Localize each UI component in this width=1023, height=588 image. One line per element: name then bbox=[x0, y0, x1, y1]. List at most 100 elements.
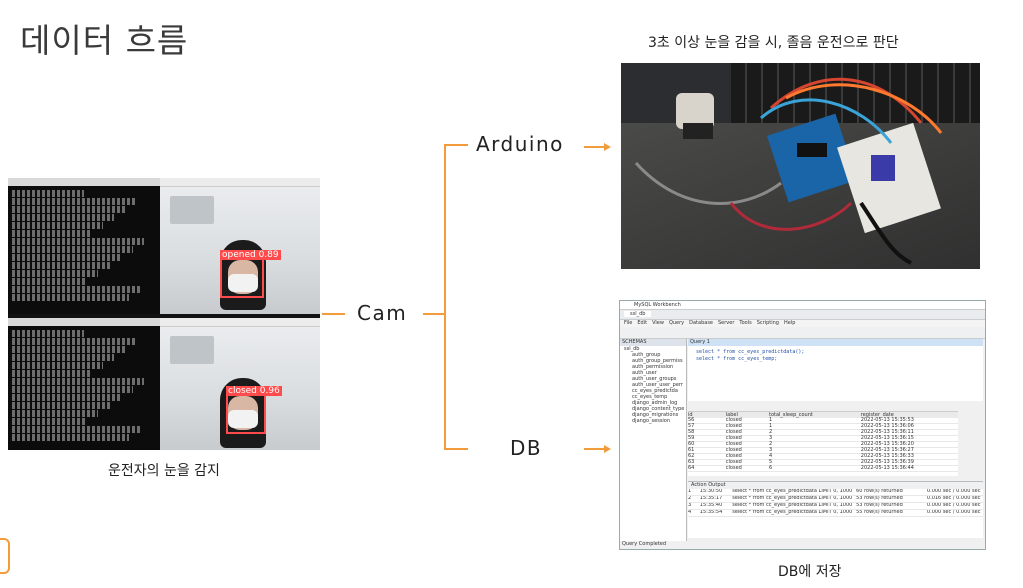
result-cell: 1 bbox=[768, 417, 773, 423]
result-cell: 2022-05-13 15:36:15 bbox=[860, 435, 914, 441]
output-cell: 0.000 sec / 0.000 sec bbox=[926, 503, 981, 508]
schema-table-item[interactable]: auth_user bbox=[632, 370, 657, 376]
caption-save-db: DB에 저장 bbox=[778, 564, 842, 580]
output-label: Action Output bbox=[688, 482, 983, 489]
db-arrow-head bbox=[604, 445, 611, 453]
output-cell: 1 bbox=[688, 489, 692, 494]
terminal-output-line bbox=[12, 262, 110, 269]
result-cell: closed bbox=[725, 459, 742, 465]
menu-item[interactable]: Tools bbox=[739, 320, 752, 326]
result-row[interactable]: 58 closed 2 2022-05-13 15:36:11 bbox=[688, 430, 958, 436]
schema-table-item[interactable]: cc_eyes_predictda bbox=[632, 388, 678, 394]
menu-item[interactable]: Edit bbox=[637, 320, 648, 326]
schema-table-item[interactable]: auth_permission bbox=[632, 364, 674, 370]
result-cell: 2022-05-13 15:36:39 bbox=[860, 459, 914, 465]
schema-table-item[interactable]: auth_user_groups bbox=[632, 376, 677, 382]
result-cell: 61 bbox=[688, 447, 695, 453]
terminal-output-line bbox=[12, 294, 129, 301]
query-tab[interactable]: Query 1 bbox=[688, 339, 983, 346]
terminal-output-line bbox=[12, 402, 110, 409]
arduino-photo bbox=[621, 63, 980, 269]
menu-item[interactable]: File bbox=[624, 320, 633, 326]
terminal-output-line bbox=[12, 346, 126, 353]
schema-table-item[interactable]: cc_eyes_temp bbox=[632, 394, 668, 400]
result-cell: 2022-05-13 15:36:11 bbox=[860, 429, 914, 435]
result-cell: 62 bbox=[688, 453, 695, 459]
menu-item[interactable]: Database bbox=[689, 320, 713, 326]
terminal-output-line bbox=[12, 190, 84, 197]
result-column-header[interactable]: id bbox=[688, 412, 693, 418]
terminal-output-line bbox=[12, 246, 133, 253]
result-column-header[interactable]: register_date bbox=[860, 412, 894, 418]
caption-drowsy-judgement: 3초 이상 눈을 감을 시, 졸음 운전으로 판단 bbox=[648, 35, 899, 51]
menu-item[interactable]: Query bbox=[668, 320, 685, 326]
menu-item[interactable]: Server bbox=[718, 320, 735, 326]
schema-table-item[interactable]: auth_user_user_perr bbox=[632, 382, 683, 388]
result-cell: 2022-05-13 15:36:06 bbox=[860, 423, 914, 429]
output-cell: 60 row(s) returned bbox=[856, 489, 903, 494]
output-cell: select * from cc_eyes_predictdata LIMIT … bbox=[732, 503, 853, 508]
detection-label-closed: closed 0.96 bbox=[226, 386, 282, 396]
result-column-header[interactable]: total_sleep_count bbox=[768, 412, 813, 418]
sql-line-1: select * from cc_eyes_predictdata(); bbox=[696, 349, 805, 355]
result-cell: 58 bbox=[688, 429, 695, 435]
terminal-output-line bbox=[12, 426, 141, 433]
menu-item[interactable]: Help bbox=[783, 320, 796, 326]
result-column-header[interactable]: label bbox=[725, 412, 738, 418]
schema-table-item[interactable]: django_session bbox=[632, 418, 671, 424]
schema-table-item[interactable]: django_content_type bbox=[632, 406, 685, 412]
query-editor[interactable]: Query 1 select * from cc_eyes_predictdat… bbox=[688, 339, 983, 401]
terminal-output-line bbox=[12, 230, 92, 237]
terminal-output-line bbox=[12, 418, 87, 425]
terminal-output-line bbox=[12, 270, 99, 277]
output-cell: 0.016 sec / 0.000 sec bbox=[926, 496, 981, 501]
output-cell: select * from cc_eyes_predictdata LIMIT … bbox=[732, 496, 853, 501]
terminal-output-line bbox=[12, 214, 115, 221]
result-cell: 60 bbox=[688, 441, 695, 447]
result-cell: closed bbox=[725, 417, 742, 423]
terminal-window-top bbox=[8, 178, 160, 314]
webcam-view-top: opened 0.89 bbox=[160, 178, 320, 314]
schema-db[interactable]: ssl_db bbox=[624, 346, 640, 352]
branch-line bbox=[444, 144, 468, 450]
sql-line-2: select * from cc_eyes_temp; bbox=[696, 356, 778, 362]
detection-label-opened: opened 0.89 bbox=[220, 250, 281, 260]
node-cam: Cam bbox=[357, 301, 408, 325]
terminal-output-line bbox=[12, 286, 141, 293]
output-cell: 4 bbox=[688, 510, 692, 515]
slide-title: 데이터 흐름 bbox=[20, 21, 189, 60]
schema-table-item[interactable]: django_migrations bbox=[632, 412, 679, 418]
result-cell: 2 bbox=[768, 441, 773, 447]
schema-table-item[interactable]: auth_group_permiss bbox=[632, 358, 683, 364]
schema-table-item[interactable]: auth_group bbox=[632, 352, 661, 358]
output-cell: 53 row(s) returned bbox=[856, 496, 903, 501]
tab-ssl-db[interactable]: ssl_db bbox=[624, 311, 652, 317]
result-cell: closed bbox=[725, 429, 742, 435]
node-arduino: Arduino bbox=[476, 132, 564, 156]
caption-detect-eyes: 운전자의 눈을 감지 bbox=[108, 463, 220, 479]
schema-table-item[interactable]: django_admin_log bbox=[632, 400, 678, 406]
terminal-output-line bbox=[12, 386, 133, 393]
menu-item[interactable]: Scripting bbox=[756, 320, 779, 326]
output-cell: 15:35:40 bbox=[699, 503, 723, 508]
menu-item[interactable]: View bbox=[652, 320, 664, 326]
output-cell: 53 row(s) returned bbox=[856, 503, 903, 508]
result-cell: closed bbox=[725, 423, 742, 429]
result-cell: 3 bbox=[768, 447, 773, 453]
result-cell: 2 bbox=[768, 429, 773, 435]
result-cell: 2022-05-13 15:36:27 bbox=[860, 447, 914, 453]
webcam-view-bottom: closed 0.96 bbox=[160, 318, 320, 450]
output-cell: select * from cc_eyes_predictdata LIMIT … bbox=[732, 489, 853, 494]
